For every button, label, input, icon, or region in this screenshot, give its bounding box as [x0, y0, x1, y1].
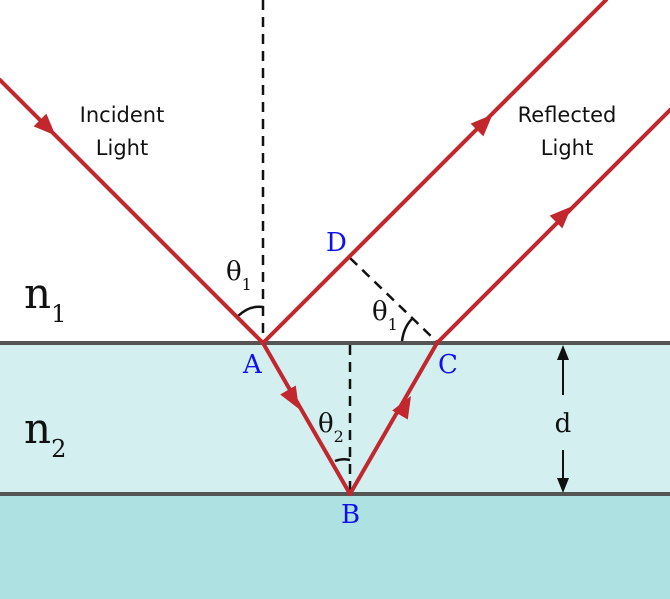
thickness-label: d [555, 409, 572, 439]
theta1-arc-c [400, 317, 414, 342]
incident-arrow-icon [33, 113, 56, 136]
reflected-ray-2 [435, 108, 670, 345]
n1-subscript: 1 [51, 300, 66, 328]
theta1-label-c: θ1 [372, 297, 398, 334]
internal-reflected-ray [348, 341, 439, 496]
reflected-label-line2: Light [541, 136, 593, 160]
reflected-arrow-2-icon [549, 206, 572, 229]
theta1-arc-a [237, 305, 264, 317]
arrow-down-icon [557, 478, 569, 493]
reflected-ray-1 [261, 0, 608, 345]
theta2-subscript: 2 [334, 427, 344, 446]
theta1-c-subscript: 1 [388, 315, 398, 334]
incident-label-line1: Incident [80, 103, 165, 127]
light-rays [0, 0, 670, 496]
n1-label: n1 [24, 269, 66, 328]
theta2-arc [334, 457, 351, 463]
reflected-label-line1: Reflected [518, 103, 617, 127]
internal-arrow-icon [392, 395, 411, 420]
theta1-c-base: θ [372, 297, 388, 327]
n1-base: n [24, 269, 51, 318]
theta1-a-subscript: 1 [242, 275, 252, 294]
angle-arcs [237, 305, 414, 463]
ray-arrows [33, 113, 572, 420]
wavefront-dc [349, 257, 437, 342]
point-a-label: A [242, 350, 263, 380]
n2-label: n2 [24, 404, 66, 463]
point-d-label: D [326, 228, 347, 258]
refracted-arrow-icon [280, 385, 299, 410]
refracted-ray [261, 341, 352, 496]
substrate-layer [0, 494, 670, 599]
n2-base: n [24, 404, 51, 453]
n2-subscript: 2 [51, 435, 66, 463]
arrow-up-icon [557, 345, 569, 360]
theta2-label: θ2 [318, 409, 344, 446]
thickness-indicator: d [555, 345, 572, 493]
theta2-base: θ [318, 409, 334, 439]
point-c-label: C [438, 350, 458, 380]
reflected-arrow-1-icon [470, 114, 493, 137]
point-b-label: B [341, 500, 360, 530]
theta1-a-base: θ [226, 257, 242, 287]
incident-label-line2: Light [96, 136, 148, 160]
theta1-label-a: θ1 [226, 257, 252, 294]
construction-lines [261, 0, 437, 492]
